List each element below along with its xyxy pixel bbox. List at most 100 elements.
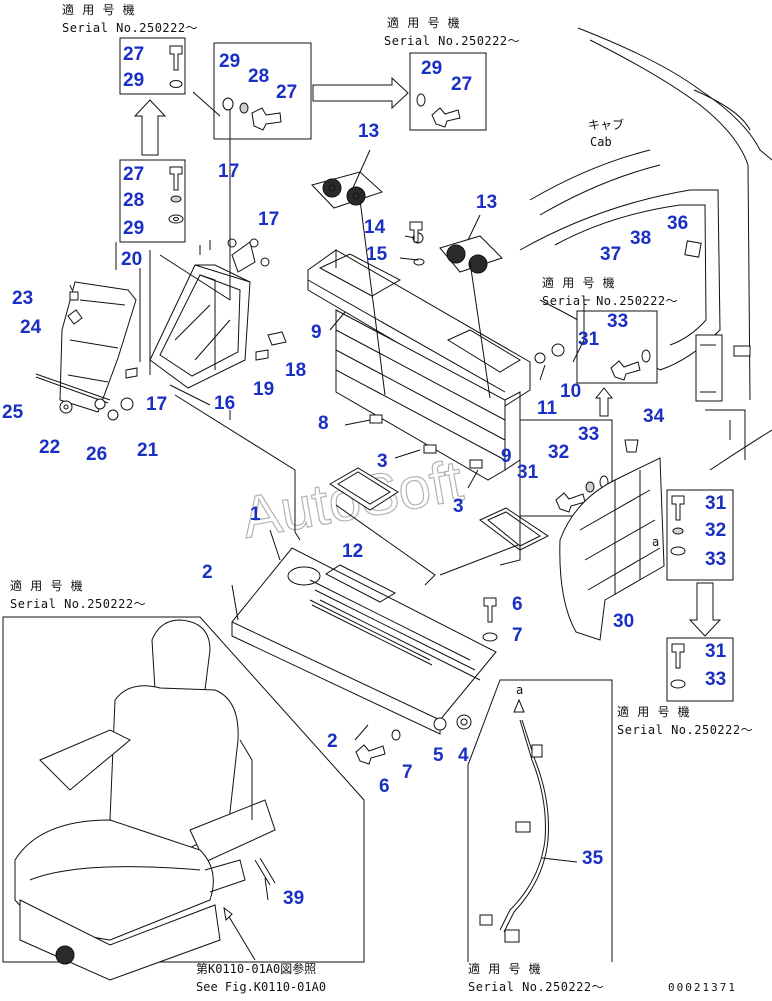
serial-note-top-center: 適 用 号 機 Serial No.250222～ (384, 15, 520, 48)
mats-12 (329, 467, 549, 551)
label-30: 30 (613, 611, 634, 632)
svg-text:Serial No.250222～: Serial No.250222～ (617, 723, 753, 737)
serial-note-bottom-center: 適 用 号 機 Serial No.250222～ (468, 961, 604, 994)
label-27: 27 (276, 82, 297, 103)
svg-text:Serial No.250222～: Serial No.250222～ (468, 980, 604, 994)
label-17: 17 (146, 394, 167, 415)
cab-label: キャブ Cab (588, 117, 624, 149)
serial-note-top-left: 適 用 号 機 Serial No.250222～ (62, 2, 198, 35)
fastener-box-right (576, 310, 658, 384)
part-labels: 27 29 27 28 29 29 28 27 29 27 13 13 17 1… (2, 44, 727, 909)
svg-text:適 用 号 機: 適 用 号 機 (387, 15, 460, 30)
label-15: 15 (366, 244, 388, 265)
arrow-down-icon (688, 582, 722, 637)
fastener-box-left (119, 159, 186, 243)
fastener-box-bottom-right (666, 637, 734, 702)
label-31: 31 (705, 641, 727, 662)
label-17: 17 (218, 161, 239, 182)
label-32: 32 (705, 520, 726, 541)
label-6: 6 (512, 594, 523, 615)
label-27: 27 (451, 74, 472, 95)
svg-text:適 用 号 機: 適 用 号 機 (10, 578, 83, 593)
svg-text:適 用 号 機: 適 用 号 機 (468, 961, 541, 976)
label-1: 1 (250, 504, 261, 525)
label-33: 33 (705, 549, 726, 570)
svg-text:適 用 号 機: 適 用 号 機 (542, 275, 615, 290)
label-33: 33 (578, 424, 599, 445)
label-14: 14 (364, 217, 386, 238)
label-2: 2 (327, 731, 338, 752)
reference-note: 第K0110-01A0図参照 See Fig.K0110-01A0 (196, 961, 326, 994)
label-33: 33 (705, 669, 726, 690)
label-39: 39 (283, 888, 304, 909)
label-37: 37 (600, 244, 621, 265)
svg-text:Serial No.250222～: Serial No.250222～ (62, 21, 198, 35)
label-35: 35 (582, 848, 604, 869)
leader-lines (69, 91, 590, 901)
label-29: 29 (219, 51, 240, 72)
label-3: 3 (377, 451, 388, 472)
label-27: 27 (123, 44, 144, 65)
label-19: 19 (253, 379, 274, 400)
label-28: 28 (248, 66, 269, 87)
label-33: 33 (607, 311, 628, 332)
arrow-right-icon (312, 76, 409, 110)
label-31: 31 (578, 329, 600, 350)
bracket-16 (149, 240, 256, 389)
fastener-box-far-right (666, 489, 734, 581)
label-7: 7 (512, 625, 523, 646)
svg-text:See Fig.K0110-01A0: See Fig.K0110-01A0 (196, 980, 326, 994)
label-7: 7 (402, 762, 413, 783)
label-31: 31 (705, 493, 727, 514)
label-4: 4 (458, 745, 469, 766)
fastener-box-top-left (119, 37, 186, 95)
label-3: 3 (453, 496, 464, 517)
svg-text:適 用 号 機: 適 用 号 機 (617, 704, 690, 719)
label-17: 17 (258, 209, 279, 230)
svg-text:Serial No.250222～: Serial No.250222～ (384, 34, 520, 48)
label-13: 13 (358, 121, 379, 142)
label-18: 18 (285, 360, 306, 381)
label-26: 26 (86, 444, 107, 465)
panel-20 (59, 281, 137, 413)
label-20: 20 (121, 249, 142, 270)
tray-fasteners (355, 221, 565, 765)
serial-note-right: 適 用 号 機 Serial No.250222～ (542, 275, 678, 308)
svg-text:キャブ: キャブ (588, 117, 624, 132)
detail-marker-a: a (516, 683, 523, 697)
tray-2 (231, 547, 497, 735)
label-29: 29 (421, 58, 442, 79)
label-23: 23 (12, 288, 33, 309)
clips-3 (369, 414, 483, 469)
svg-text:Serial No.250222～: Serial No.250222～ (10, 597, 146, 611)
label-9: 9 (311, 322, 322, 343)
serial-note-bottom-right: 適 用 号 機 Serial No.250222～ (617, 704, 753, 737)
side-panel-30 (559, 439, 665, 641)
vent-13-right (439, 235, 503, 274)
figure-code: 00021371 (668, 981, 737, 994)
detail-marker-a: a (652, 535, 659, 549)
cab-outline (519, 27, 772, 471)
label-25: 25 (2, 402, 24, 423)
arrow-up-marker-icon (513, 698, 525, 713)
label-27: 27 (123, 164, 144, 185)
serial-note-left: 適 用 号 機 Serial No.250222～ (10, 578, 146, 611)
label-38: 38 (630, 228, 651, 249)
label-6: 6 (379, 776, 390, 797)
label-16: 16 (214, 393, 235, 414)
svg-text:第K0110-01A0図参照: 第K0110-01A0図参照 (196, 961, 316, 976)
reference-arrow (223, 906, 256, 961)
label-12: 12 (342, 541, 363, 562)
label-2: 2 (202, 562, 213, 583)
upper-panel-9 (307, 249, 531, 407)
seat-frame (2, 616, 365, 963)
label-32: 32 (548, 442, 569, 463)
label-22: 22 (39, 437, 60, 458)
rod-25 (35, 373, 111, 404)
harness-35 (479, 719, 549, 943)
label-10: 10 (560, 381, 581, 402)
label-31: 31 (517, 462, 539, 483)
arrow-up-icon (133, 99, 167, 156)
label-29: 29 (123, 70, 144, 91)
